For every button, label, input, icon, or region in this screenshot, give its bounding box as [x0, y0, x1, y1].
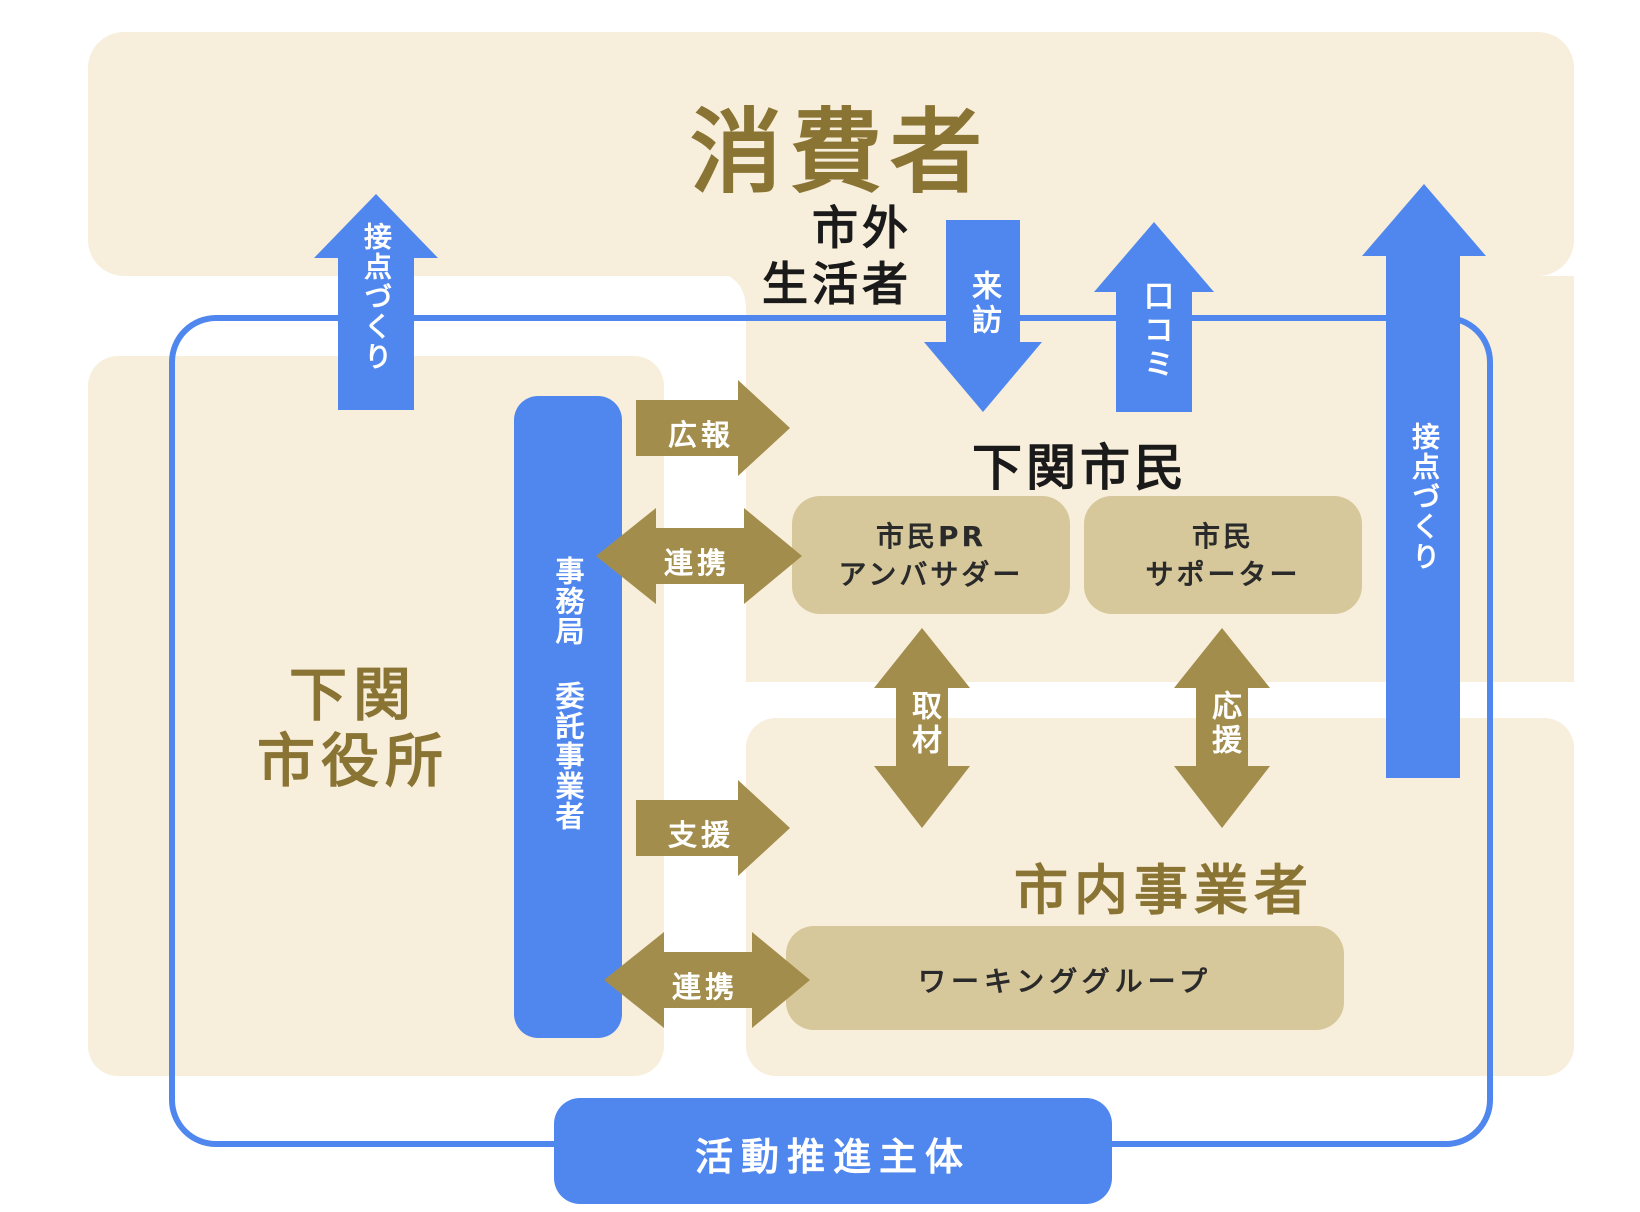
- cheer-label: 応援: [1206, 690, 1241, 758]
- working-group-box: [786, 926, 1344, 1030]
- citizens-label: 下関市民: [972, 439, 1188, 497]
- touchpoint-left-label: 接点づくり: [360, 222, 393, 372]
- secretariat-bar: [514, 396, 622, 1038]
- word-of-mouth-label: 口コミ: [1138, 280, 1173, 382]
- working-group-label: ワーキンググループ: [918, 965, 1212, 998]
- cheer-arrow: [1174, 628, 1270, 828]
- consumers-right-tab: [700, 270, 746, 310]
- collab-bottom-arrow: [604, 932, 810, 1028]
- touchpoint-left-arrow: [314, 194, 438, 410]
- promoter-pill: [554, 1098, 1112, 1204]
- touchpoint-right-arrow: [1362, 184, 1486, 778]
- ambassador-label: 市民PR アンバサダー: [838, 520, 1024, 591]
- collab-top-arrow: [596, 508, 802, 604]
- supporter-box: [1084, 496, 1362, 614]
- interview-label: 取材: [906, 690, 941, 758]
- word-of-mouth-arrow: [1094, 222, 1214, 412]
- support-label: 支援: [668, 818, 735, 852]
- promoter-label: 活動推進主体: [694, 1135, 971, 1179]
- pr-arrow: [636, 380, 790, 476]
- secretariat-label: 事務局 委託事業者: [551, 556, 585, 831]
- city-office-label: 下関 市役所: [256, 661, 449, 795]
- collab-top-label: 連携: [664, 546, 731, 580]
- businesses-label: 市内事業者: [1014, 859, 1314, 922]
- consumers-region: [88, 32, 1574, 276]
- support-arrow: [636, 780, 790, 876]
- supporter-label: 市民 サポーター: [1145, 520, 1301, 591]
- touchpoint-right-label: 接点づくり: [1408, 422, 1441, 572]
- outside-residents-label: 市外 生活者: [762, 201, 912, 311]
- interview-arrow: [874, 628, 970, 828]
- visit-label: 来訪: [966, 270, 1001, 338]
- pr-label: 広報: [668, 418, 735, 452]
- ambassador-box: [792, 496, 1070, 614]
- collab-bottom-label: 連携: [672, 970, 739, 1004]
- consumers-label: 消費者: [690, 99, 991, 206]
- visit-arrow: [924, 220, 1042, 412]
